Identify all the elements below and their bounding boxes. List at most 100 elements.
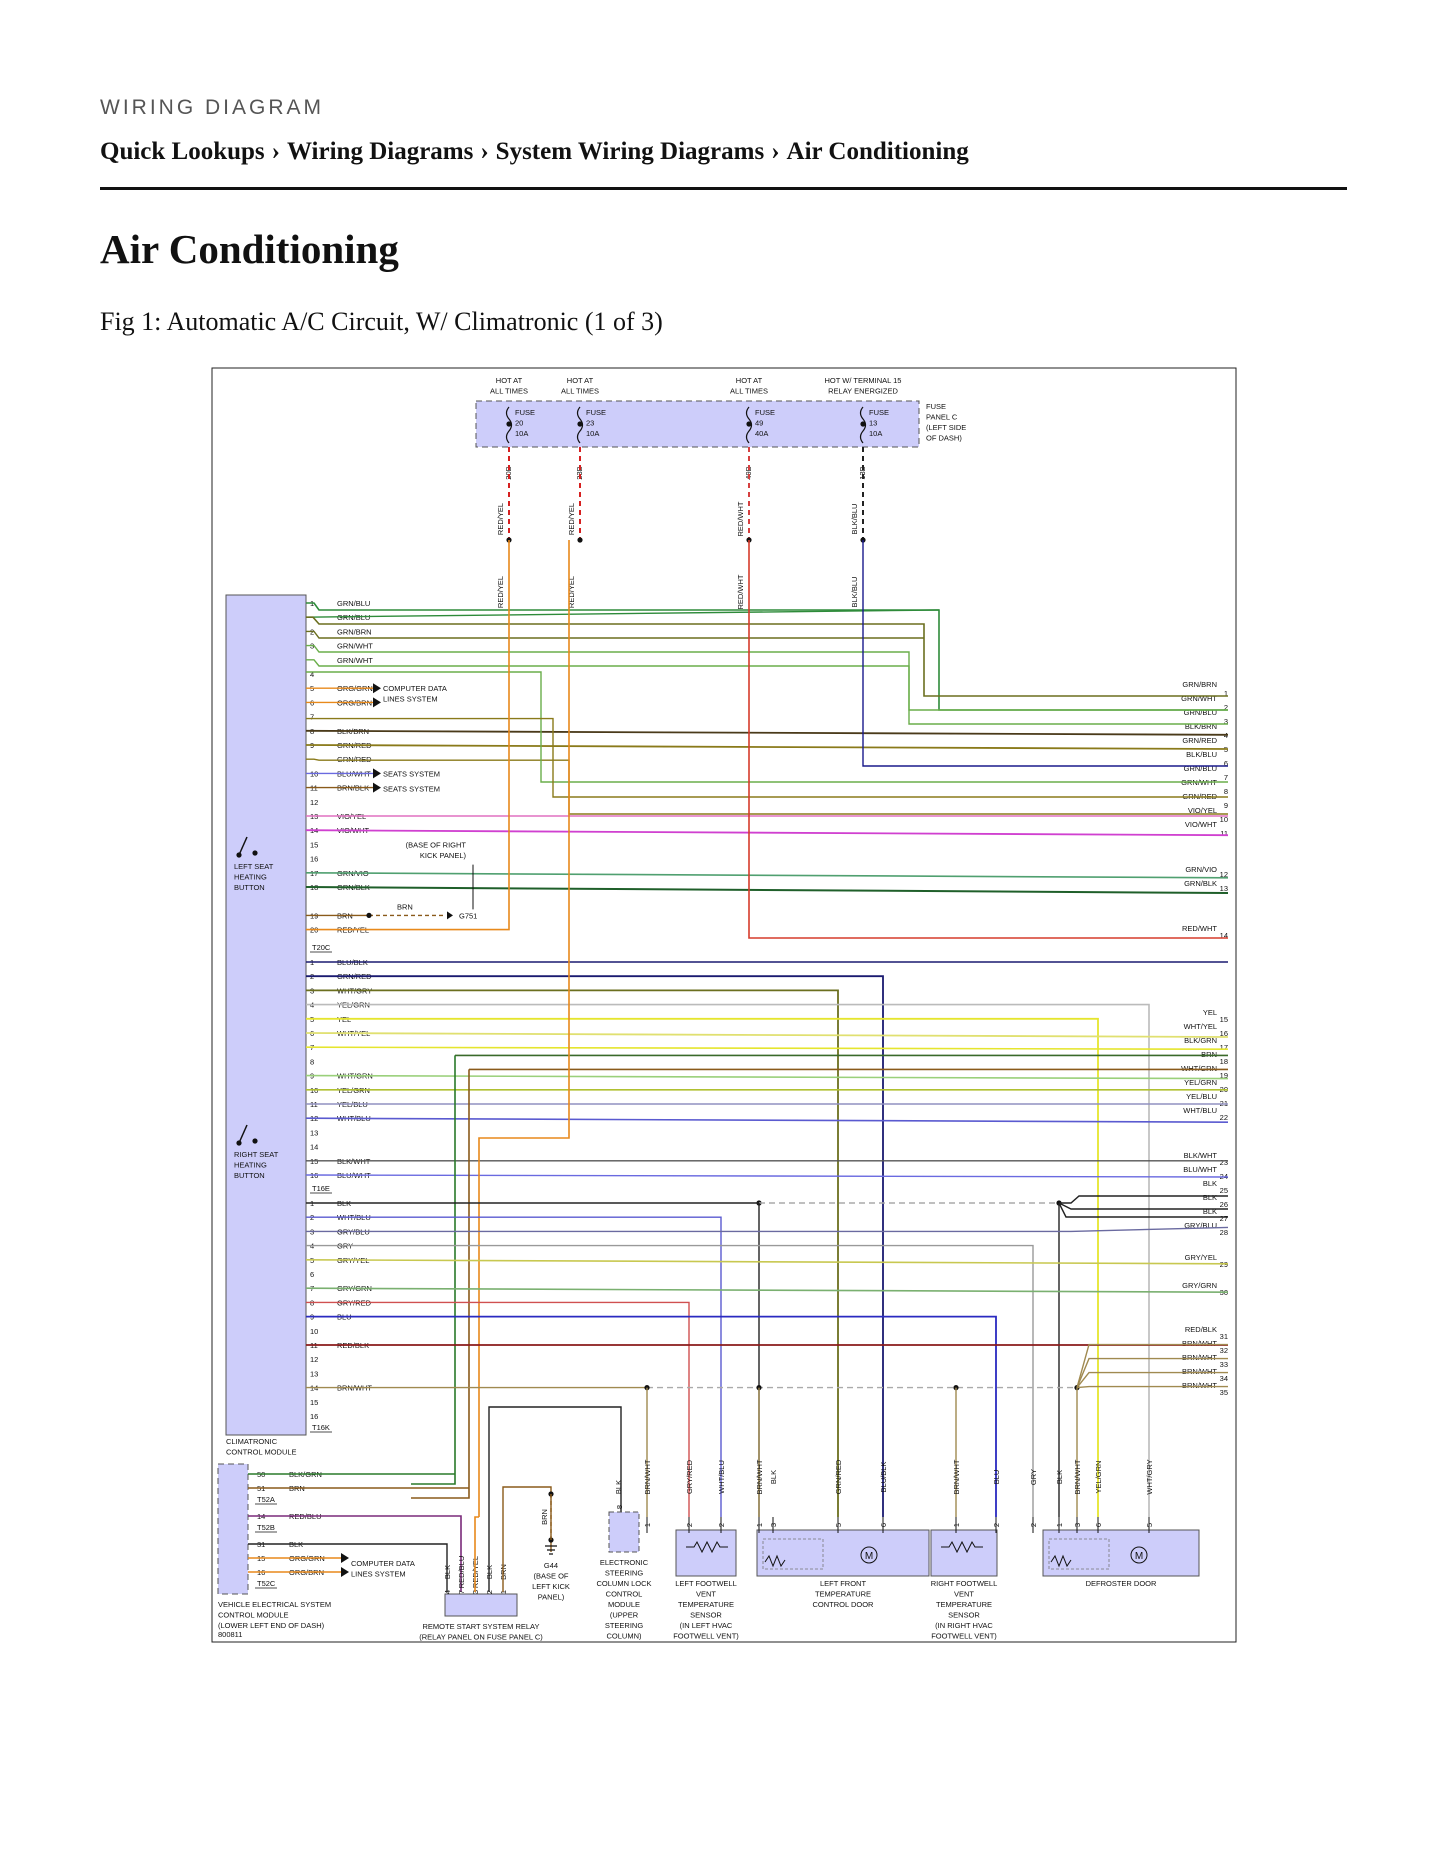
ref-number: 2 <box>1224 703 1228 712</box>
breadcrumb-air-conditioning[interactable]: Air Conditioning <box>786 138 969 165</box>
wire-blk <box>1058 1202 1228 1218</box>
g44-label: PANEL) <box>538 1593 565 1602</box>
left-front-temp-door-label: CONTROL DOOR <box>813 1600 875 1609</box>
fuse-terminal-dot <box>746 421 752 427</box>
wire-label: RED/WHT <box>1182 924 1217 933</box>
potentiometer-icon <box>1050 1554 1072 1568</box>
wire-label: BLK/BLU <box>850 577 859 608</box>
wire-blk <box>1059 1195 1228 1204</box>
arrow-icon <box>373 683 381 694</box>
wire-gry-yel <box>305 1258 1229 1265</box>
ref-number: 31 <box>1220 1332 1228 1341</box>
breadcrumb-system-wiring-diagrams[interactable]: System Wiring Diagrams <box>495 138 765 165</box>
sensor-housing-dashed <box>1048 1538 1110 1570</box>
fuse-panel-box <box>475 400 920 448</box>
left-seat-heating-label: BUTTON <box>234 883 265 892</box>
note-computer-data: LINES SYSTEM <box>351 1570 406 1579</box>
wire-gry <box>306 1244 1034 1517</box>
pin-number: 7 <box>310 713 314 722</box>
ref-number: 25 <box>1220 1186 1228 1195</box>
wire-label: VIO/WHT <box>1185 820 1217 829</box>
fuse-panel-label: (LEFT SIDE <box>926 423 966 432</box>
motor-icon <box>860 1546 878 1564</box>
ref-number: 6 <box>1224 759 1228 768</box>
wire-blu <box>306 1315 997 1517</box>
pin-number: 15 <box>310 840 318 849</box>
breadcrumb-quick-lookups[interactable]: Quick Lookups <box>100 138 265 165</box>
wire-label: BLK <box>1203 1193 1217 1202</box>
wire-label: GRN/BLK <box>1184 879 1217 888</box>
wire-label: RED/WHT <box>736 574 745 609</box>
wire-yel <box>305 1046 1229 1051</box>
switch-contact-dot <box>252 1138 258 1144</box>
ground-label: G751 <box>459 911 477 920</box>
switch-contact-dot <box>236 852 242 858</box>
wire-label: BRN/WHT <box>952 1459 961 1494</box>
left-footwell-sensor-label: LEFT FOOTWELL <box>675 1579 737 1588</box>
ref-number: 32 <box>1220 1346 1228 1355</box>
wire-wht-blu <box>305 1117 1229 1124</box>
wire-label: GRN/BLU <box>337 599 370 608</box>
wire-blu-blk <box>306 975 884 1517</box>
ground-icon <box>545 1545 557 1555</box>
wire-label: VIO/YEL <box>1188 806 1217 815</box>
note-ground-location: KICK PANEL) <box>420 851 467 860</box>
section-kicker: WIRING DIAGRAM <box>100 96 324 119</box>
ref-number: 7 <box>1224 773 1228 782</box>
breadcrumb-wiring-diagrams[interactable]: Wiring Diagrams <box>287 138 474 165</box>
arrow-icon <box>373 768 381 779</box>
breadcrumb-separator: › <box>480 138 489 165</box>
figure-caption: Fig 1: Automatic A/C Circuit, W/ Climatr… <box>100 307 663 336</box>
right-footwell-sensor-label: RIGHT FOOTWELL <box>931 1579 998 1588</box>
ref-number: 23 <box>1220 1158 1228 1167</box>
left-footwell-sensor-label: SENSOR <box>690 1611 722 1620</box>
wire-wht-yel <box>305 1032 1229 1038</box>
wire-label: BLK <box>443 1565 452 1579</box>
arrow-icon <box>373 782 381 793</box>
fuse-label: 23 <box>586 419 594 428</box>
wire-label: WHT/GRY <box>1145 1459 1154 1494</box>
connector-label-t52b: T52B <box>257 1523 275 1532</box>
connector-label-t52a: T52A <box>257 1495 275 1504</box>
wire-label: WHT/BLU <box>1183 1106 1217 1115</box>
wire-vio-wht <box>305 829 1229 837</box>
wire-label: GRY <box>1029 1469 1038 1485</box>
fuse-panel-label: PANEL C <box>926 413 958 422</box>
wire-grn-red <box>306 758 1228 815</box>
pin-number: 7 <box>457 1590 466 1594</box>
vesc-module-box <box>217 1463 249 1595</box>
wire-label: GRN/BLU <box>337 613 370 622</box>
fuse-icon <box>505 406 513 444</box>
right-seat-heating-label: HEATING <box>234 1161 267 1170</box>
wire-label: RED/YEL <box>567 503 576 535</box>
ground-icon <box>447 911 453 920</box>
ref-number: 33 <box>1220 1360 1228 1369</box>
ref-number: 17 <box>1220 1043 1228 1052</box>
breadcrumb: Quick Lookups›Wiring Diagrams›System Wir… <box>100 138 969 166</box>
wire-red-blu <box>248 1515 462 1592</box>
wire-label: WHT/BLU <box>717 1460 726 1494</box>
wire-label: BLK/WHT <box>1184 1151 1218 1160</box>
fuse-panel-label: OF DASH) <box>926 434 962 443</box>
wire-grn-red <box>306 717 1228 798</box>
wire-blk <box>248 1543 448 1592</box>
wire-label: BRN <box>397 902 413 911</box>
left-front-temp-door-label: TEMPERATURE <box>815 1590 871 1599</box>
wire-label: GRN/RED <box>1182 736 1217 745</box>
defroster-door-label: DEFROSTER DOOR <box>1086 1579 1157 1588</box>
escl-label: CONTROL <box>606 1590 643 1599</box>
pin-number: 8 <box>615 1505 624 1509</box>
ref-number: 34 <box>1220 1374 1228 1383</box>
breadcrumb-separator: › <box>271 138 280 165</box>
ref-number: 11 <box>1220 829 1228 838</box>
ref-number: 1 <box>1224 689 1228 698</box>
escl-label: MODULE <box>608 1600 640 1609</box>
pin-number: 16 <box>310 855 318 864</box>
wire-label: GRN/WHT <box>337 656 373 665</box>
ref-number: 19 <box>1220 1071 1228 1080</box>
fuse-terminal-label: 49B <box>744 466 753 479</box>
wire-label: BLK/BRN <box>1185 722 1217 731</box>
fuse-label: 10A <box>515 429 528 438</box>
left-footwell-sensor-label: FOOTWELL VENT) <box>673 1632 739 1641</box>
wire-red-wht <box>748 540 1228 939</box>
